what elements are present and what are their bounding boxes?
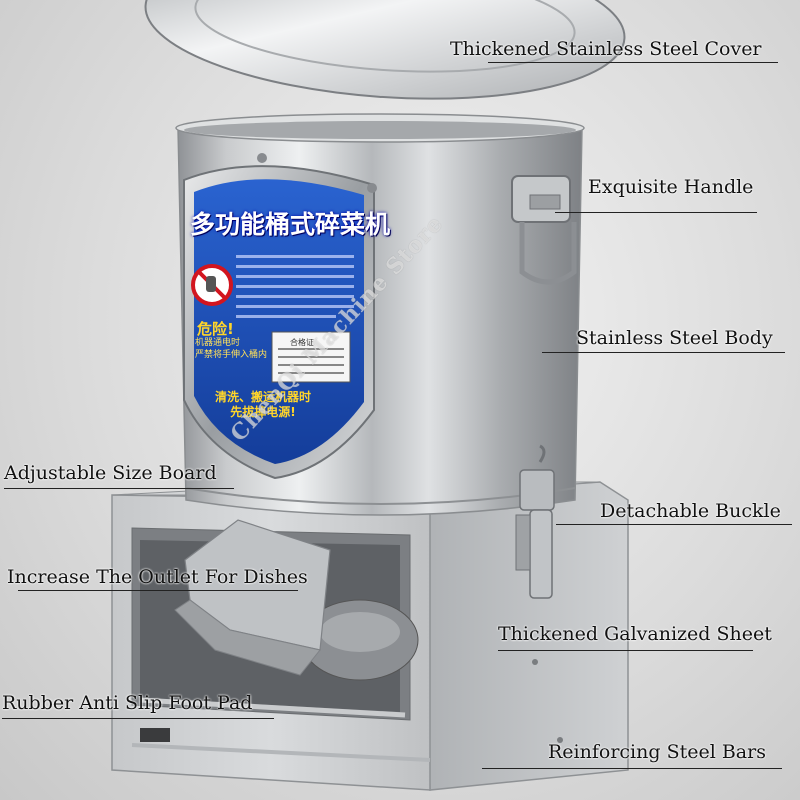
- leader-galvanized: [498, 650, 753, 651]
- callout-steel-bars: Reinforcing Steel Bars: [548, 741, 766, 763]
- leader-handle: [555, 212, 757, 213]
- callout-cover: Thickened Stainless Steel Cover: [450, 38, 762, 60]
- callout-outlet: Increase The Outlet For Dishes: [7, 566, 308, 588]
- reinforcing-bar: [139, 697, 406, 718]
- leader-size-board: [4, 488, 234, 489]
- label-warning-line-2: 严禁将手伸入桶内: [195, 350, 268, 360]
- callout-foot-pad: Rubber Anti Slip Foot Pad: [2, 692, 253, 714]
- label-warning-line-1: 机器通电时: [195, 338, 241, 348]
- callout-handle: Exquisite Handle: [588, 176, 754, 198]
- leader-steel-bars: [482, 768, 782, 769]
- buckle-latch: [529, 509, 553, 599]
- leader-outlet: [18, 590, 298, 591]
- leader-foot-pad: [2, 718, 274, 719]
- leader-body: [542, 352, 785, 353]
- buckle-top: [519, 469, 555, 511]
- callout-buckle: Detachable Buckle: [600, 500, 781, 522]
- pot-cover: [144, 0, 626, 100]
- label-bottom-line-2: 先拔掉电源!: [230, 405, 296, 419]
- leader-cover: [488, 62, 778, 63]
- leader-buckle: [556, 524, 792, 525]
- foot-pad: [140, 728, 170, 742]
- label-warning: 危险!: [197, 320, 234, 338]
- label-bottom-line-1: 清洗、搬运机器时: [215, 390, 312, 404]
- callout-size-board: Adjustable Size Board: [4, 462, 217, 484]
- label-bottom: 清洗、搬运机器时 先拔掉电源!: [215, 390, 311, 420]
- callout-body: Stainless Steel Body: [576, 327, 773, 349]
- handle-loop: [519, 222, 577, 285]
- label-title: 多功能桶式碎菜机: [190, 210, 391, 239]
- label-cert: 合格证: [290, 338, 314, 347]
- callout-galvanized: Thickened Galvanized Sheet: [498, 623, 772, 645]
